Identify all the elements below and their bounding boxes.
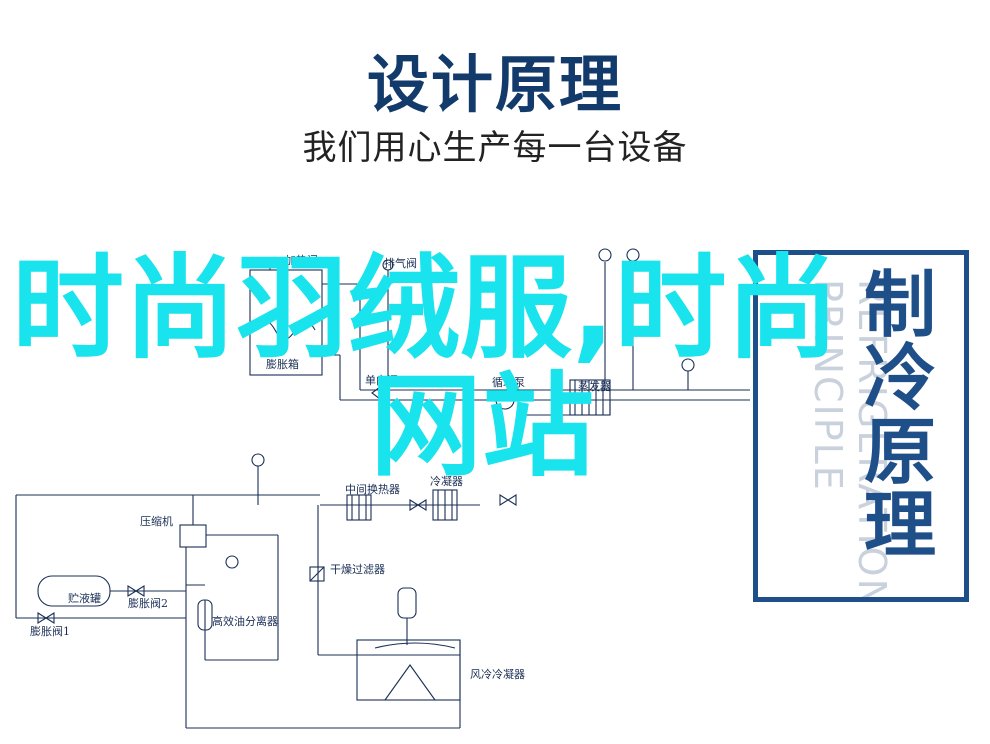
label-liquid-receiver: 贮液罐 — [68, 591, 101, 605]
heater-coil — [254, 320, 316, 340]
label-filter-drier: 干燥过滤器 — [330, 563, 385, 576]
side-panel-watermark: REFRIGERATION PRINCIPLE — [806, 279, 894, 602]
check-valve-symbol — [371, 385, 389, 401]
air-condenser-box — [356, 639, 461, 701]
page-title: 设计原理 — [366, 48, 623, 121]
overlay-line-2: 网站 — [370, 362, 594, 492]
label-check-valve: 单向阀 — [365, 373, 398, 387]
label-oil-separator: 高效油分离器 — [212, 614, 278, 628]
compressor-box — [179, 524, 207, 548]
heater-box — [249, 269, 323, 376]
overlay-title: 时尚羽绒服,时尚 网站 — [0, 250, 990, 486]
label-evaporator: 蒸发器 — [578, 379, 611, 393]
label-compressor: 压缩机 — [140, 514, 173, 528]
side-panel: REFRIGERATION PRINCIPLE 制冷原理 — [753, 250, 969, 602]
watermark-line-2: PRINCIPLE — [806, 279, 850, 492]
label-condenser: 冷凝器 — [430, 474, 463, 488]
label-expansion-valve-1: 膨胀阀1 — [30, 624, 70, 638]
oil-separator-symbol — [197, 599, 213, 631]
watermark-line-1: REFRIGERATION — [850, 279, 894, 602]
fan-motor-symbol — [397, 587, 417, 619]
side-panel-title: 制冷原理 — [863, 263, 936, 568]
overlay-line-1: 时尚羽绒服,时尚 — [12, 244, 839, 374]
label-circulation-pump: 循环泵 — [492, 376, 525, 389]
pump-symbol — [495, 390, 515, 410]
label-intermediate-exchanger: 中间换热器 — [345, 482, 400, 496]
label-expansion-tank: 膨胀箱 — [266, 357, 299, 371]
label-bypass-valve: 排气阀 — [384, 256, 417, 270]
label-heating-valve: 加热阀 — [285, 253, 318, 267]
label-air-condenser: 风冷冷凝器 — [470, 667, 525, 681]
page-subtitle: 我们用心生产每一台设备 — [302, 128, 688, 168]
label-expansion-valve-2: 膨胀阀2 — [128, 596, 168, 610]
